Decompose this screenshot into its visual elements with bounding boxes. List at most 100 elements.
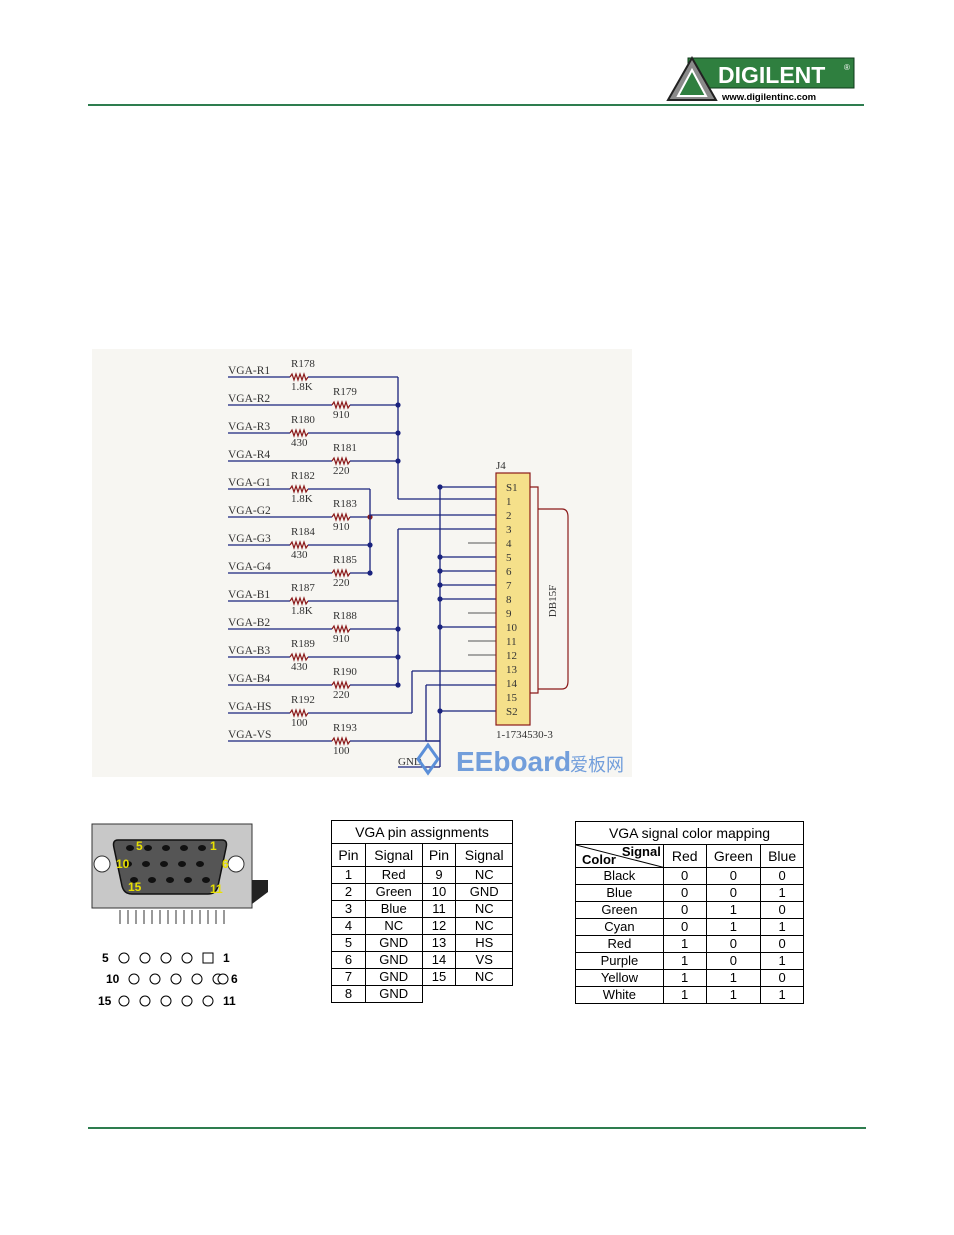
resistor-value: 430 [291, 549, 308, 561]
resistor-ref: R187 [291, 582, 315, 594]
pin-table-cell: 15 [421, 968, 457, 986]
connector-pin-label: 7 [506, 580, 512, 592]
resistor-ref: R178 [291, 358, 315, 370]
resistor-ref: R182 [291, 470, 315, 482]
resistor-ref: R185 [333, 554, 357, 566]
pin-table-cell: 10 [421, 883, 457, 901]
pin-table-cell: VS [455, 951, 513, 969]
pin-table-cell: NC [364, 917, 423, 935]
connector-pin-label: 12 [506, 650, 517, 662]
connector-pin-label: 13 [506, 664, 518, 676]
connector-part-number: 1-1734530-3 [496, 729, 553, 741]
connector-type: DB15F [547, 585, 559, 617]
resistor-value: 910 [333, 409, 350, 421]
color-table-cell: 1 [662, 969, 707, 987]
pin-table-header: Signal [364, 843, 423, 867]
pin-table-cell: NC [455, 917, 513, 935]
resistor-value: 1.8K [291, 493, 313, 505]
connector-pin-label: 8 [506, 594, 512, 606]
connector-pin-label: S2 [506, 706, 518, 718]
resistor-ref: R183 [333, 498, 357, 510]
connector-pin-label: 6 [506, 566, 512, 578]
color-table-cell: 1 [760, 884, 804, 902]
resistor-ref: R188 [333, 610, 357, 622]
connector-face-pin-label: 15 [128, 880, 142, 894]
connector-pin-label: 14 [506, 678, 518, 690]
resistor-ref: R180 [291, 414, 315, 426]
color-table-cell: 0 [760, 867, 804, 885]
pin-table-header: Pin [331, 843, 366, 867]
connector-pin-label: 2 [506, 510, 512, 522]
color-table-cell: 1 [705, 901, 762, 919]
color-table-cell: 1 [662, 952, 707, 970]
color-table-cell: 0 [705, 867, 762, 885]
pin-table-cell: Red [364, 866, 423, 884]
net-label: VGA-VS [228, 729, 271, 741]
resistor-value: 220 [333, 577, 350, 589]
pin-table-title: VGA pin assignments [331, 820, 513, 844]
logo-brand: DIGILENT [718, 62, 825, 88]
color-table-cell: Purple [575, 952, 664, 970]
color-table-cell: 0 [760, 901, 804, 919]
pin-table-header: Pin [421, 843, 457, 867]
watermark-text: EEboard [456, 746, 571, 777]
pin-table-cell: 2 [331, 883, 366, 901]
pin-table-cell: 7 [331, 968, 366, 986]
pin-table-cell: NC [455, 866, 513, 884]
color-table-cell: 1 [705, 969, 762, 987]
color-table-cell: 0 [760, 969, 804, 987]
resistor-value: 100 [333, 745, 350, 757]
pin-table-cell: 8 [331, 985, 366, 1003]
resistor-ref: R193 [333, 722, 357, 734]
pin-table-cell: 12 [421, 917, 457, 935]
resistor-value: 220 [333, 689, 350, 701]
pin-table-header: Signal [455, 843, 513, 867]
color-table-cell: 1 [662, 986, 707, 1004]
color-table-cell: 1 [760, 952, 804, 970]
pin-table-cell: 6 [331, 951, 366, 969]
color-table-cell: 0 [705, 935, 762, 953]
color-table-title: VGA signal color mapping [575, 821, 804, 845]
pin-row-left-label: 10 [106, 972, 120, 986]
net-label: VGA-B4 [228, 673, 270, 685]
color-table-cell: 0 [760, 935, 804, 953]
pin-table-cell: 1 [331, 866, 366, 884]
watermark-cn-text: 爱板网 [570, 755, 624, 776]
connector-pin-label: 11 [506, 636, 517, 648]
pin-table-cell: GND [364, 951, 423, 969]
pin-assignment-table: VGA pin assignments Pin Signal Pin Signa… [331, 820, 513, 1003]
connector-pin-label: 10 [506, 622, 518, 634]
color-table-header: Green [705, 844, 762, 868]
color-table-cell: Cyan [575, 918, 664, 936]
connector-ref: J4 [496, 460, 506, 472]
resistor-ref: R181 [333, 442, 357, 454]
pin-row-right-label: 1 [223, 951, 230, 965]
color-table-cell: 1 [705, 986, 762, 1004]
pin-row-left-label: 5 [102, 951, 109, 965]
resistor-value: 910 [333, 633, 350, 645]
color-table-cell: 0 [705, 952, 762, 970]
resistor-ref: R179 [333, 386, 357, 398]
color-table-cell: Yellow [575, 969, 664, 987]
color-table-cell: White [575, 986, 664, 1004]
color-table-cell: 0 [662, 918, 707, 936]
logo-url: www.digilentinc.com [721, 92, 816, 103]
pin-table-cell: Green [364, 883, 423, 901]
net-label: VGA-HS [228, 701, 271, 713]
resistor-value: 220 [333, 465, 350, 477]
net-label: VGA-B1 [228, 589, 270, 601]
color-table-cell: 0 [705, 884, 762, 902]
net-label: VGA-R2 [228, 393, 270, 405]
